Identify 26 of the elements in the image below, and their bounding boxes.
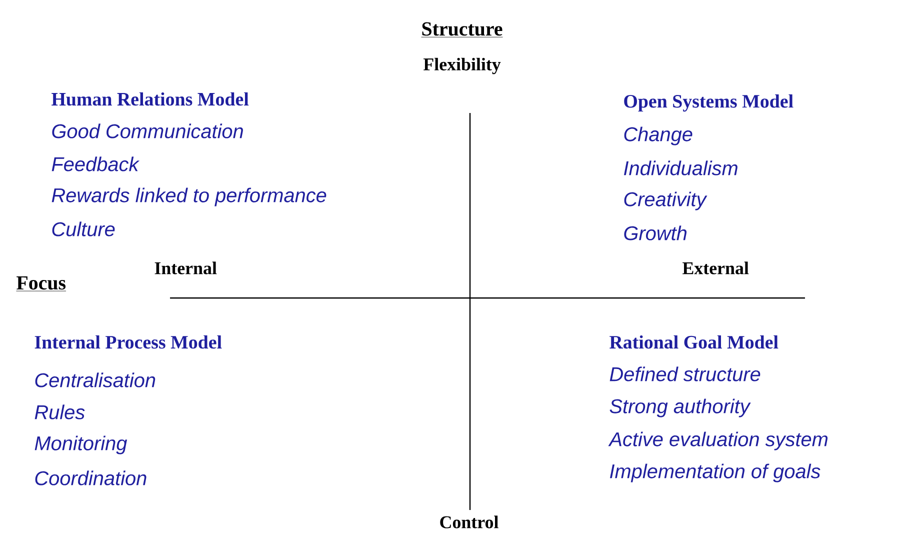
axis-label: External bbox=[682, 262, 749, 274]
model-heading: Rational Goal Model bbox=[610, 335, 778, 349]
list-item: Coordination bbox=[35, 470, 146, 486]
list-item: Defined structure bbox=[610, 366, 760, 382]
list-item: Rewards linked to performance bbox=[52, 188, 326, 206]
list-item: Individualism bbox=[624, 160, 738, 176]
list-item: Active evaluation system bbox=[608, 432, 828, 450]
list-item: Good Communication bbox=[52, 124, 243, 138]
axis-heading: Focus bbox=[16, 276, 66, 292]
model-heading: Human Relations Model bbox=[52, 92, 249, 106]
list-item: Strong authority bbox=[610, 398, 751, 418]
list-item: Monitoring bbox=[34, 436, 128, 454]
list-item: Feedback bbox=[52, 156, 140, 172]
axis-label: Flexibility bbox=[423, 58, 501, 74]
list-item: Centralisation bbox=[35, 372, 156, 388]
axis-label: Control bbox=[440, 516, 498, 528]
list-item: Change bbox=[624, 126, 692, 146]
axis-label: Internal bbox=[154, 262, 217, 274]
list-item: Creativity bbox=[624, 192, 708, 210]
model-heading: Open Systems Model bbox=[624, 94, 794, 112]
list-item: Rules bbox=[34, 404, 85, 420]
list-item: Implementation of goals bbox=[610, 464, 820, 482]
model-heading: Internal Process Model bbox=[34, 335, 222, 349]
list-item: Culture bbox=[52, 222, 115, 236]
list-item: Growth bbox=[624, 226, 687, 240]
axis-heading: Structure bbox=[421, 22, 503, 38]
